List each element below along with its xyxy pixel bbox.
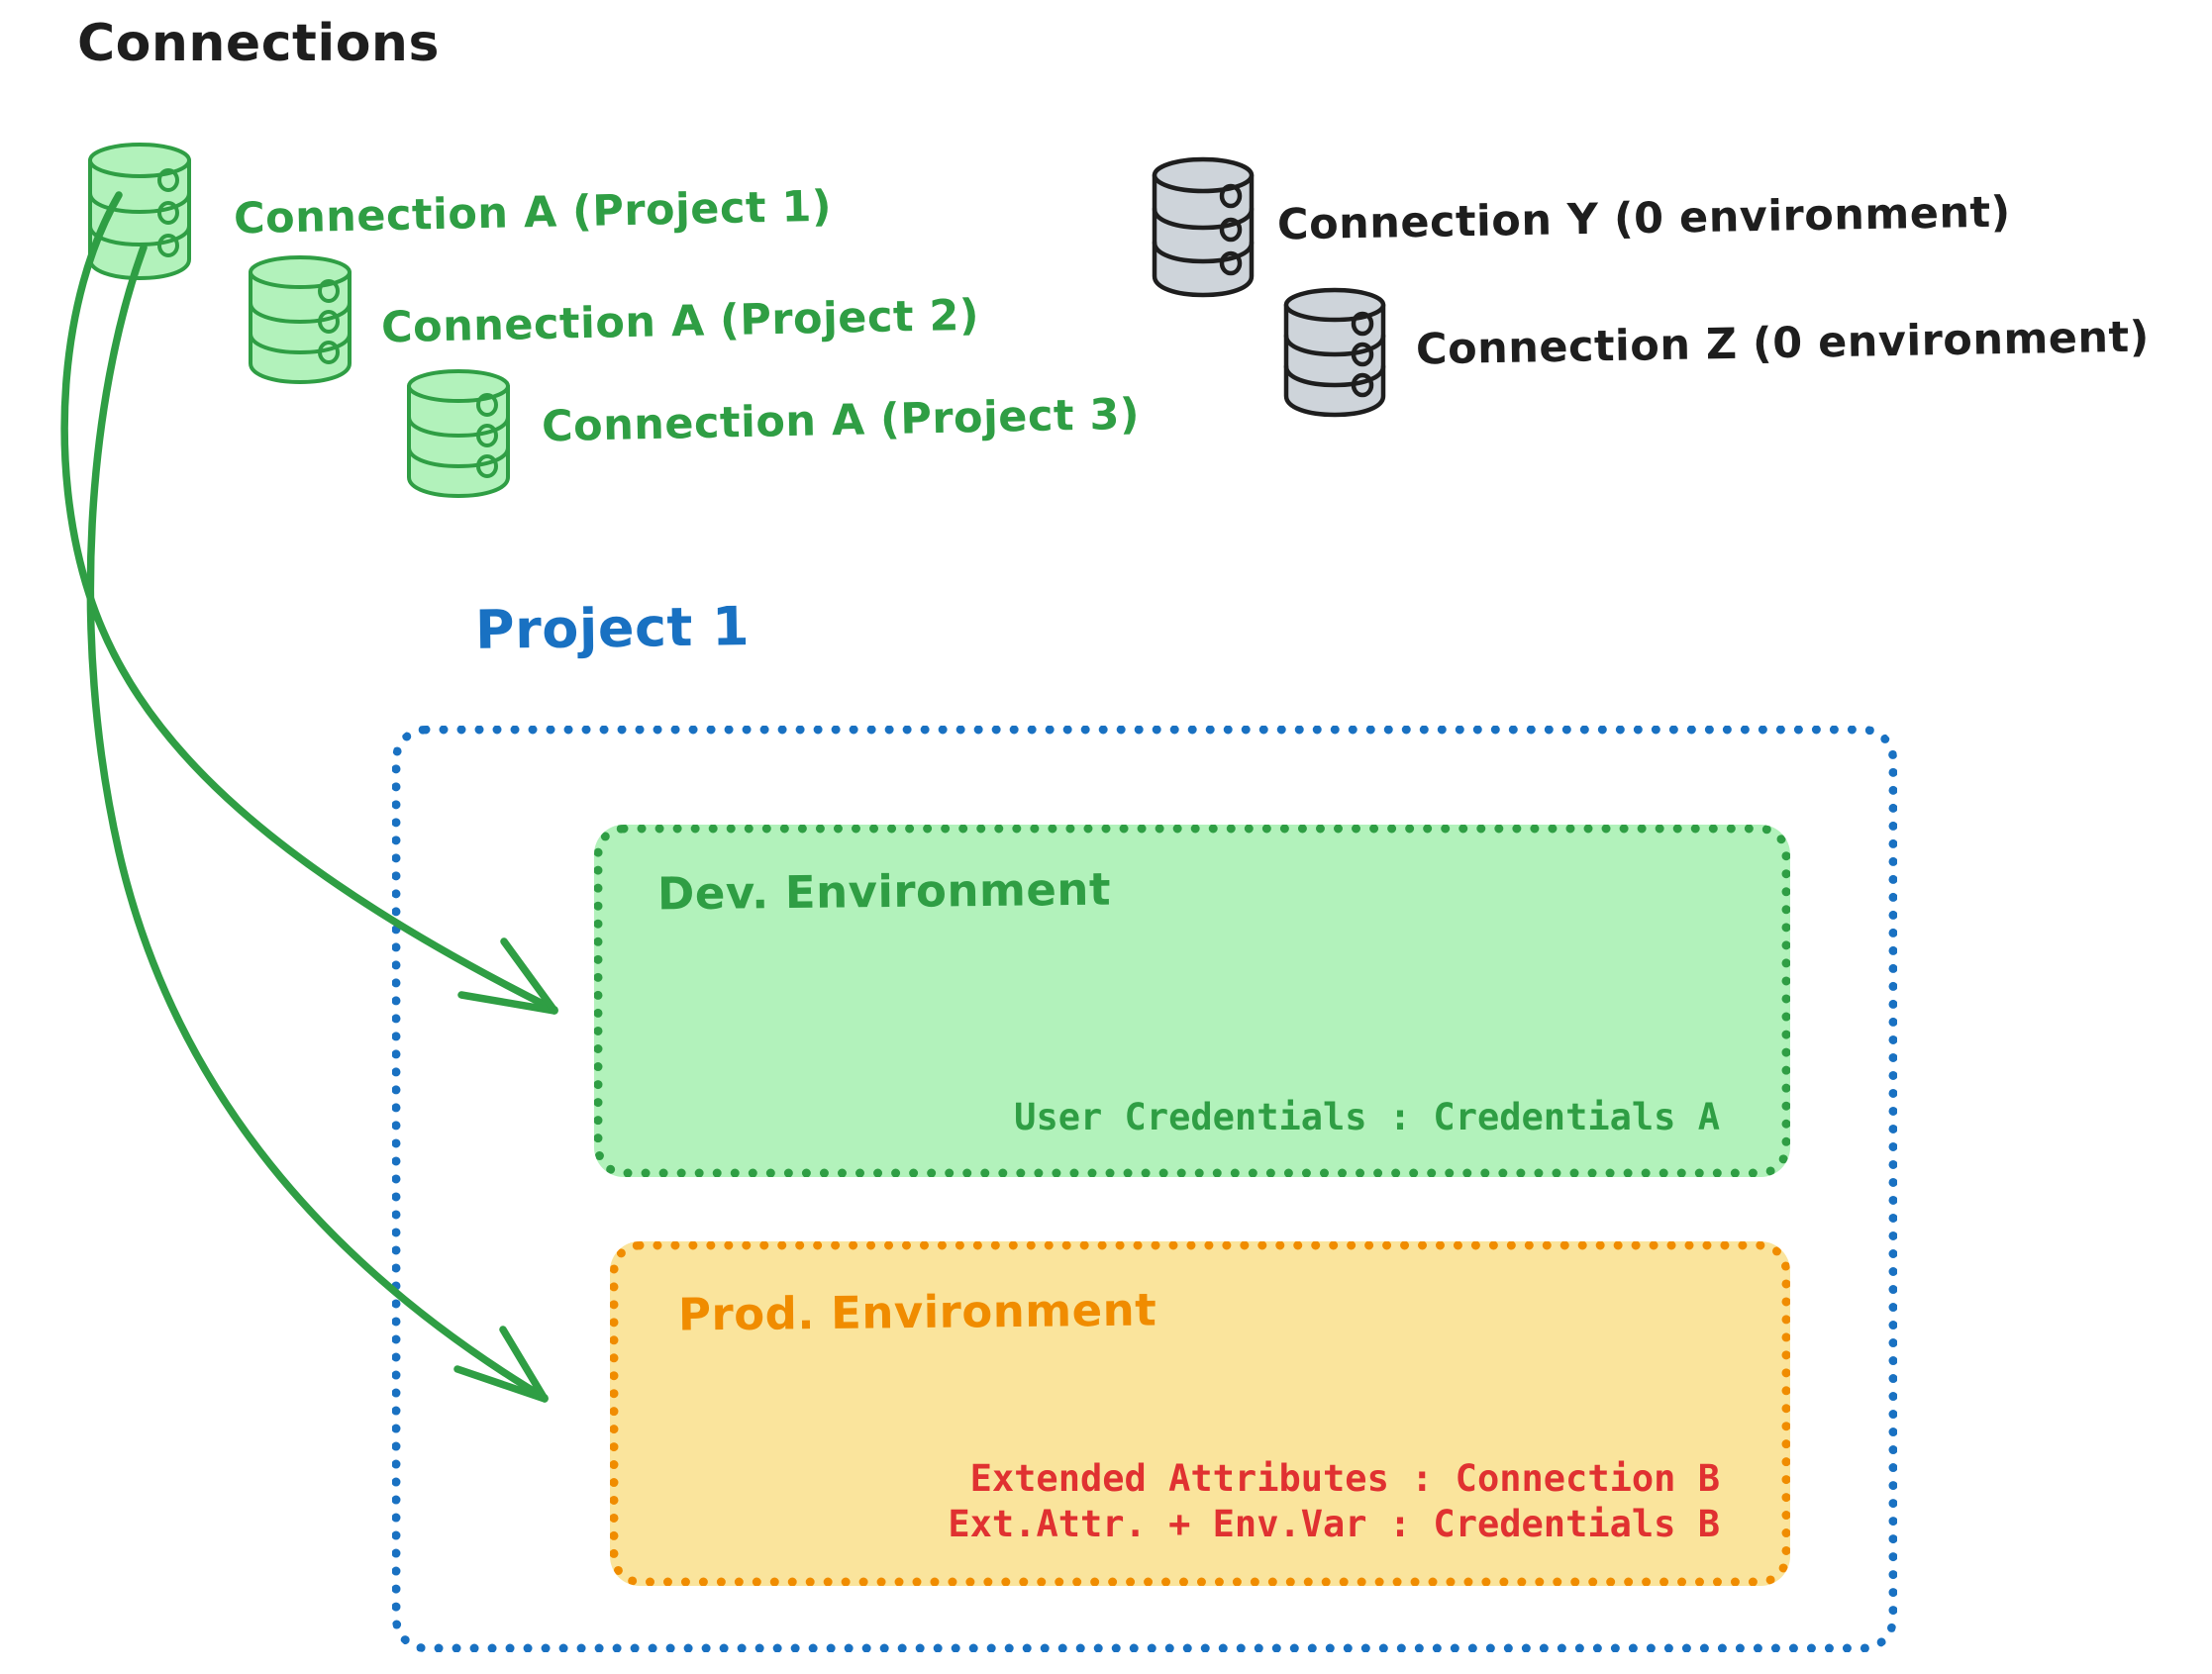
page-title: Connections: [77, 14, 440, 73]
project-title: Project 1: [474, 595, 751, 661]
dev-environment-lines: User Credentials : Credentials A: [1014, 1095, 1720, 1140]
dev-environment-title: Dev. Environment: [656, 862, 1112, 921]
database-icon-connection-a-project-2: [246, 252, 354, 386]
prod-line-ext-attr-env-var: Ext.Attr. + Env.Var : Credentials B: [948, 1502, 1720, 1545]
connection-label-a-project-3: Connection A (Project 3): [541, 389, 1141, 452]
connection-label-y: Connection Y (0 environment): [1276, 187, 2012, 250]
dev-line-user-credentials: User Credentials : Credentials A: [1014, 1095, 1720, 1138]
database-icon-connection-a-project-1: [85, 139, 194, 282]
connection-label-a-project-2: Connection A (Project 2): [380, 290, 980, 353]
database-icon-connection-y: [1149, 153, 1257, 302]
prod-environment-box: Prod. Environment Extended Attributes : …: [610, 1241, 1790, 1586]
connection-label-a-project-1: Connection A (Project 1): [233, 181, 833, 245]
database-icon-connection-z: [1280, 285, 1389, 419]
prod-environment-title: Prod. Environment: [677, 1283, 1157, 1341]
database-icon-connection-a-project-3: [404, 366, 513, 500]
prod-environment-lines: Extended Attributes : Connection B Ext.A…: [948, 1456, 1720, 1548]
dev-environment-box: Dev. Environment User Credentials : Cred…: [594, 825, 1790, 1177]
connection-label-z: Connection Z (0 environment): [1415, 312, 2151, 375]
prod-line-extended-attributes: Extended Attributes : Connection B: [969, 1456, 1720, 1500]
